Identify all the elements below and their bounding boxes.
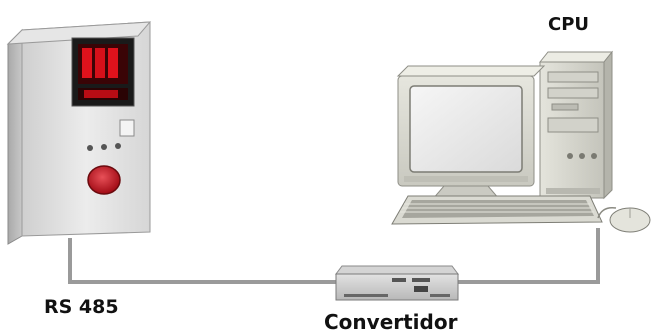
panel-indicator-lights [87,143,121,151]
monitor-screen [409,85,523,173]
keyboard [391,195,603,225]
panel-display [78,44,128,100]
control-panel [6,21,152,245]
panel-key-switch [119,119,135,137]
alarm-button [87,165,121,195]
rs485-label: RS 485 [44,296,119,318]
convertidor-label: Convertidor [324,310,458,334]
cpu-label: CPU [548,14,590,35]
mouse [597,206,651,233]
cpu-tower [538,50,614,200]
monitor [396,65,546,201]
rs485-cable [68,228,600,284]
converter-box [335,265,459,301]
